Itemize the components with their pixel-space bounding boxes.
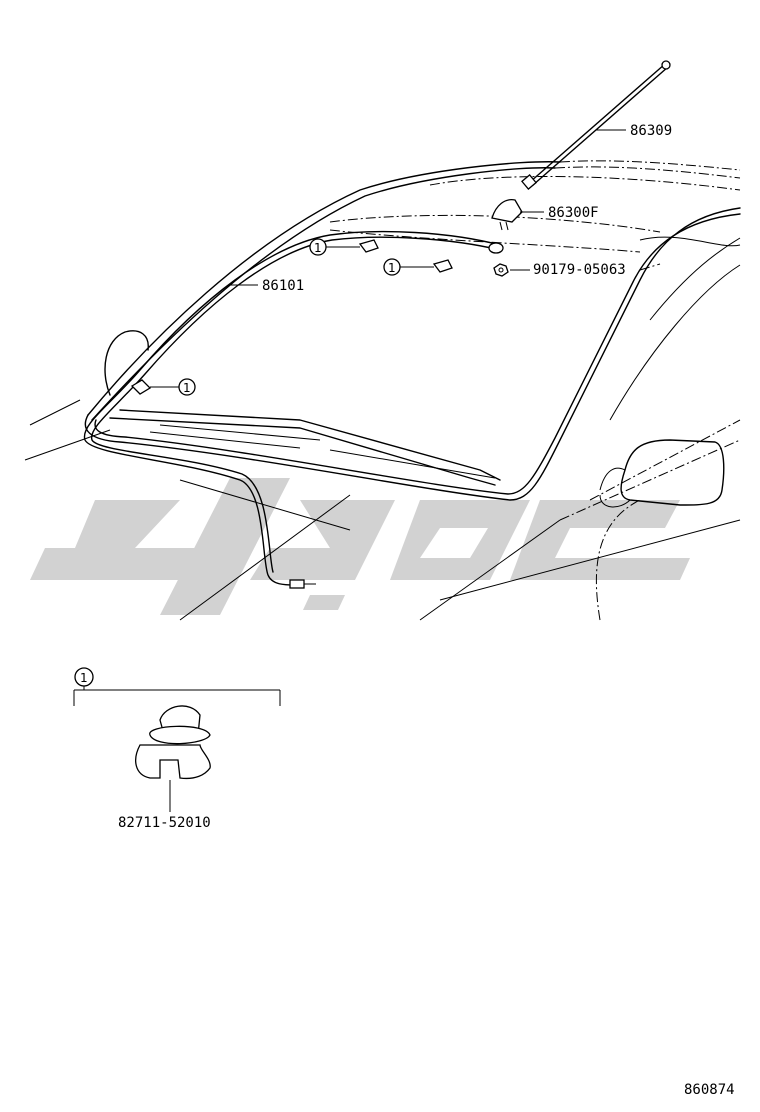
clamp-ref-1: 1 [309,238,379,256]
label-86309: 86309 [630,123,672,139]
svg-text:1: 1 [314,241,322,255]
clamp-ref-2: 1 [383,258,453,276]
label-86300F: 86300F [548,205,599,221]
antenna-rod [521,60,671,190]
svg-text:1: 1 [80,671,88,685]
label-90179-05063: 90179-05063 [533,262,626,278]
wiper-blades [109,409,501,486]
clamp-detail-inset: 1 [73,667,281,812]
clamp-ref-3: 1 [130,378,196,396]
diagram-id: 860874 [684,1082,735,1098]
svg-text:1: 1 [388,261,396,275]
leader-arrow-90179 [639,263,661,271]
nut [493,263,509,277]
label-86101: 86101 [262,278,304,294]
antenna-cord [83,230,504,589]
antenna-base [491,199,523,231]
label-82711-52010: 82711-52010 [118,815,211,831]
svg-text:1: 1 [183,381,191,395]
watermark-logo [30,478,690,615]
